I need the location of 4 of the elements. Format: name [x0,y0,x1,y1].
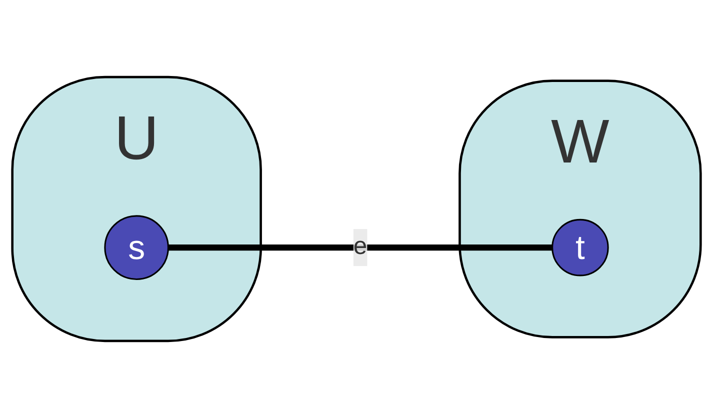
connector [168,244,552,251]
node-circle: s [104,215,169,280]
node-circle: t [552,218,609,276]
edge-label: e [353,234,368,260]
